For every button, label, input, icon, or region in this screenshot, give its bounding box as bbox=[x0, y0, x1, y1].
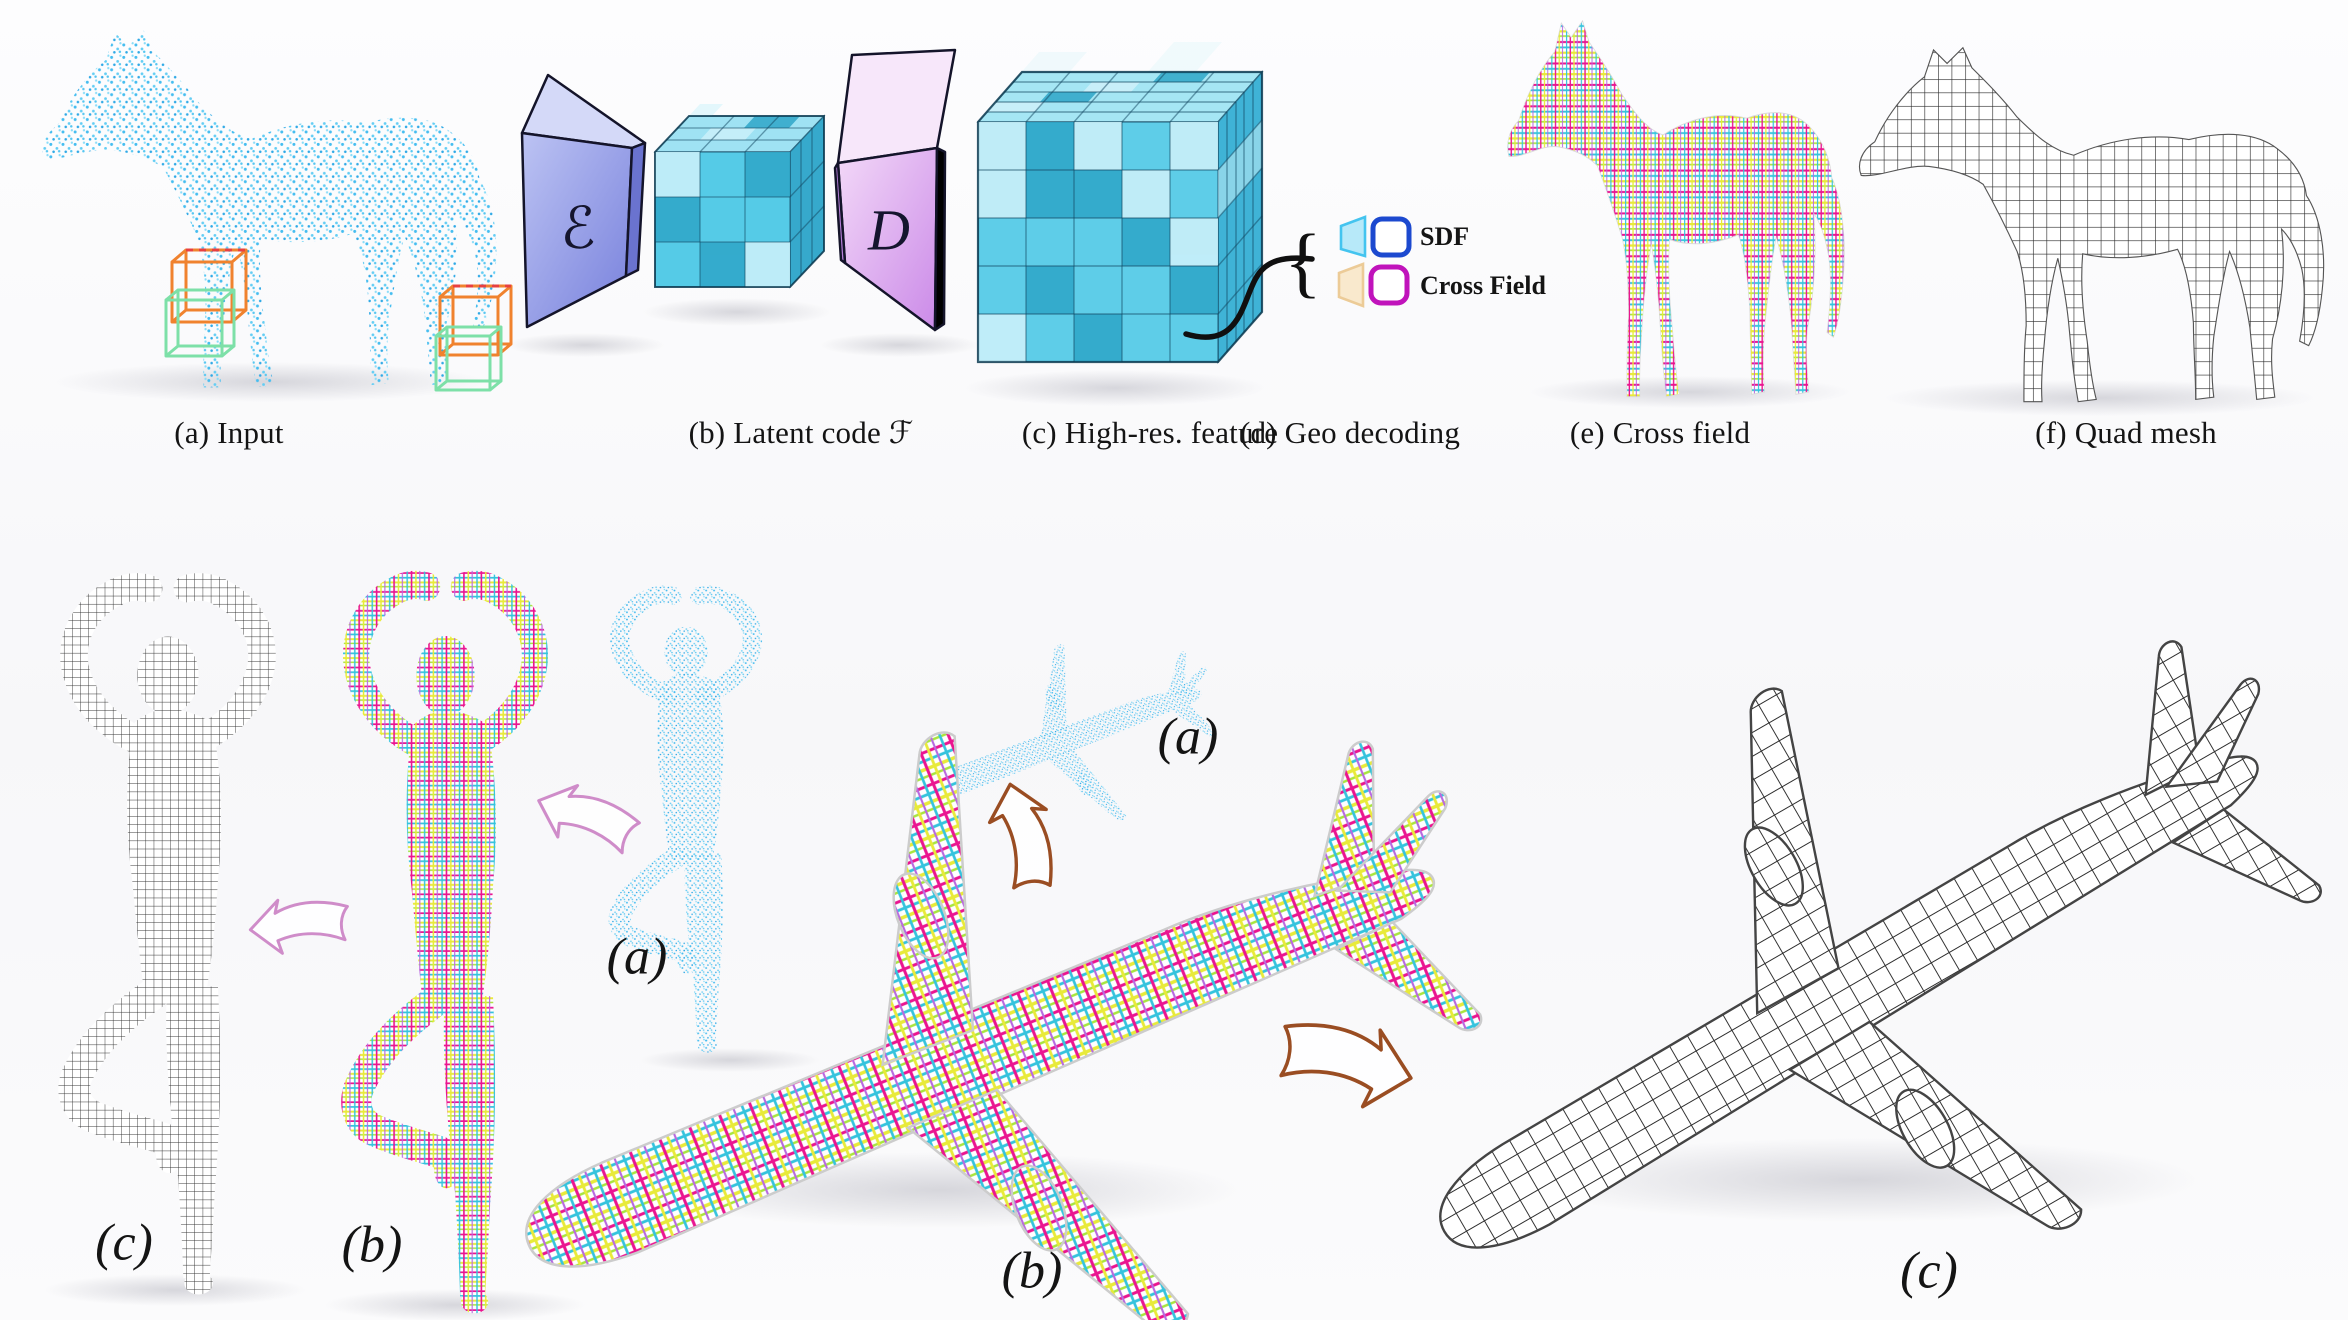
sdf-swatch-icon bbox=[1370, 216, 1412, 258]
crossfield-swatch-icon bbox=[1368, 264, 1410, 306]
caption-latent-code: (b) Latent code ℱ bbox=[688, 415, 914, 450]
horse-pointcloud bbox=[42, 30, 497, 388]
horse-quadmesh bbox=[1858, 47, 2325, 403]
human-crossfield bbox=[356, 585, 535, 1312]
caption-geo-decoding: (d) Geo decoding bbox=[1239, 415, 1461, 450]
legend-brace: { bbox=[1284, 218, 1322, 305]
label-airplane-pointcloud: (a) bbox=[1157, 708, 1219, 766]
label-airplane-crossfield: (b) bbox=[1001, 1242, 1063, 1300]
label-airplane-quadmesh: (c) bbox=[1900, 1242, 1958, 1300]
arrow-crossfield-to-quadmesh-airplane-icon bbox=[1270, 1008, 1422, 1118]
encoder-block bbox=[520, 73, 647, 329]
latent-voxel-cube bbox=[653, 104, 826, 289]
caption-input: (a) Input bbox=[174, 415, 284, 450]
label-human-pointcloud: (a) bbox=[606, 928, 668, 986]
sdf-decoder-icon bbox=[1339, 215, 1367, 258]
arrow-pointcloud-to-crossfield-human-icon bbox=[527, 772, 646, 865]
decoder-symbol: D bbox=[868, 197, 910, 263]
legend-crossfield-label: Cross Field bbox=[1420, 271, 1546, 300]
legend-crossfield-row bbox=[1337, 262, 1410, 308]
feature-voxel-cube bbox=[976, 42, 1264, 364]
encoder-symbol: ℰ bbox=[560, 196, 596, 261]
human-quadmesh bbox=[74, 587, 262, 1294]
geo-decoding-connector bbox=[1183, 255, 1315, 340]
horse-crossfield bbox=[1506, 20, 1845, 398]
label-human-quadmesh: (c) bbox=[95, 1214, 153, 1272]
arrow-pointcloud-to-crossfield-airplane-icon bbox=[981, 776, 1064, 897]
input-voxel-boxes bbox=[164, 248, 513, 392]
caption-cross-field: (e) Cross field bbox=[1569, 415, 1751, 450]
label-human-crossfield: (b) bbox=[341, 1216, 403, 1274]
caption-quad-mesh: (f) Quad mesh bbox=[2035, 415, 2217, 450]
legend-sdf-label: SDF bbox=[1420, 222, 1470, 251]
arrow-crossfield-to-quadmesh-human-icon bbox=[246, 893, 352, 957]
caption-highres-feature: (c) High-res. feature bbox=[1021, 415, 1279, 450]
crossfield-decoder-icon bbox=[1337, 262, 1365, 308]
decoder-block bbox=[833, 48, 957, 332]
legend-sdf-row bbox=[1339, 215, 1412, 258]
